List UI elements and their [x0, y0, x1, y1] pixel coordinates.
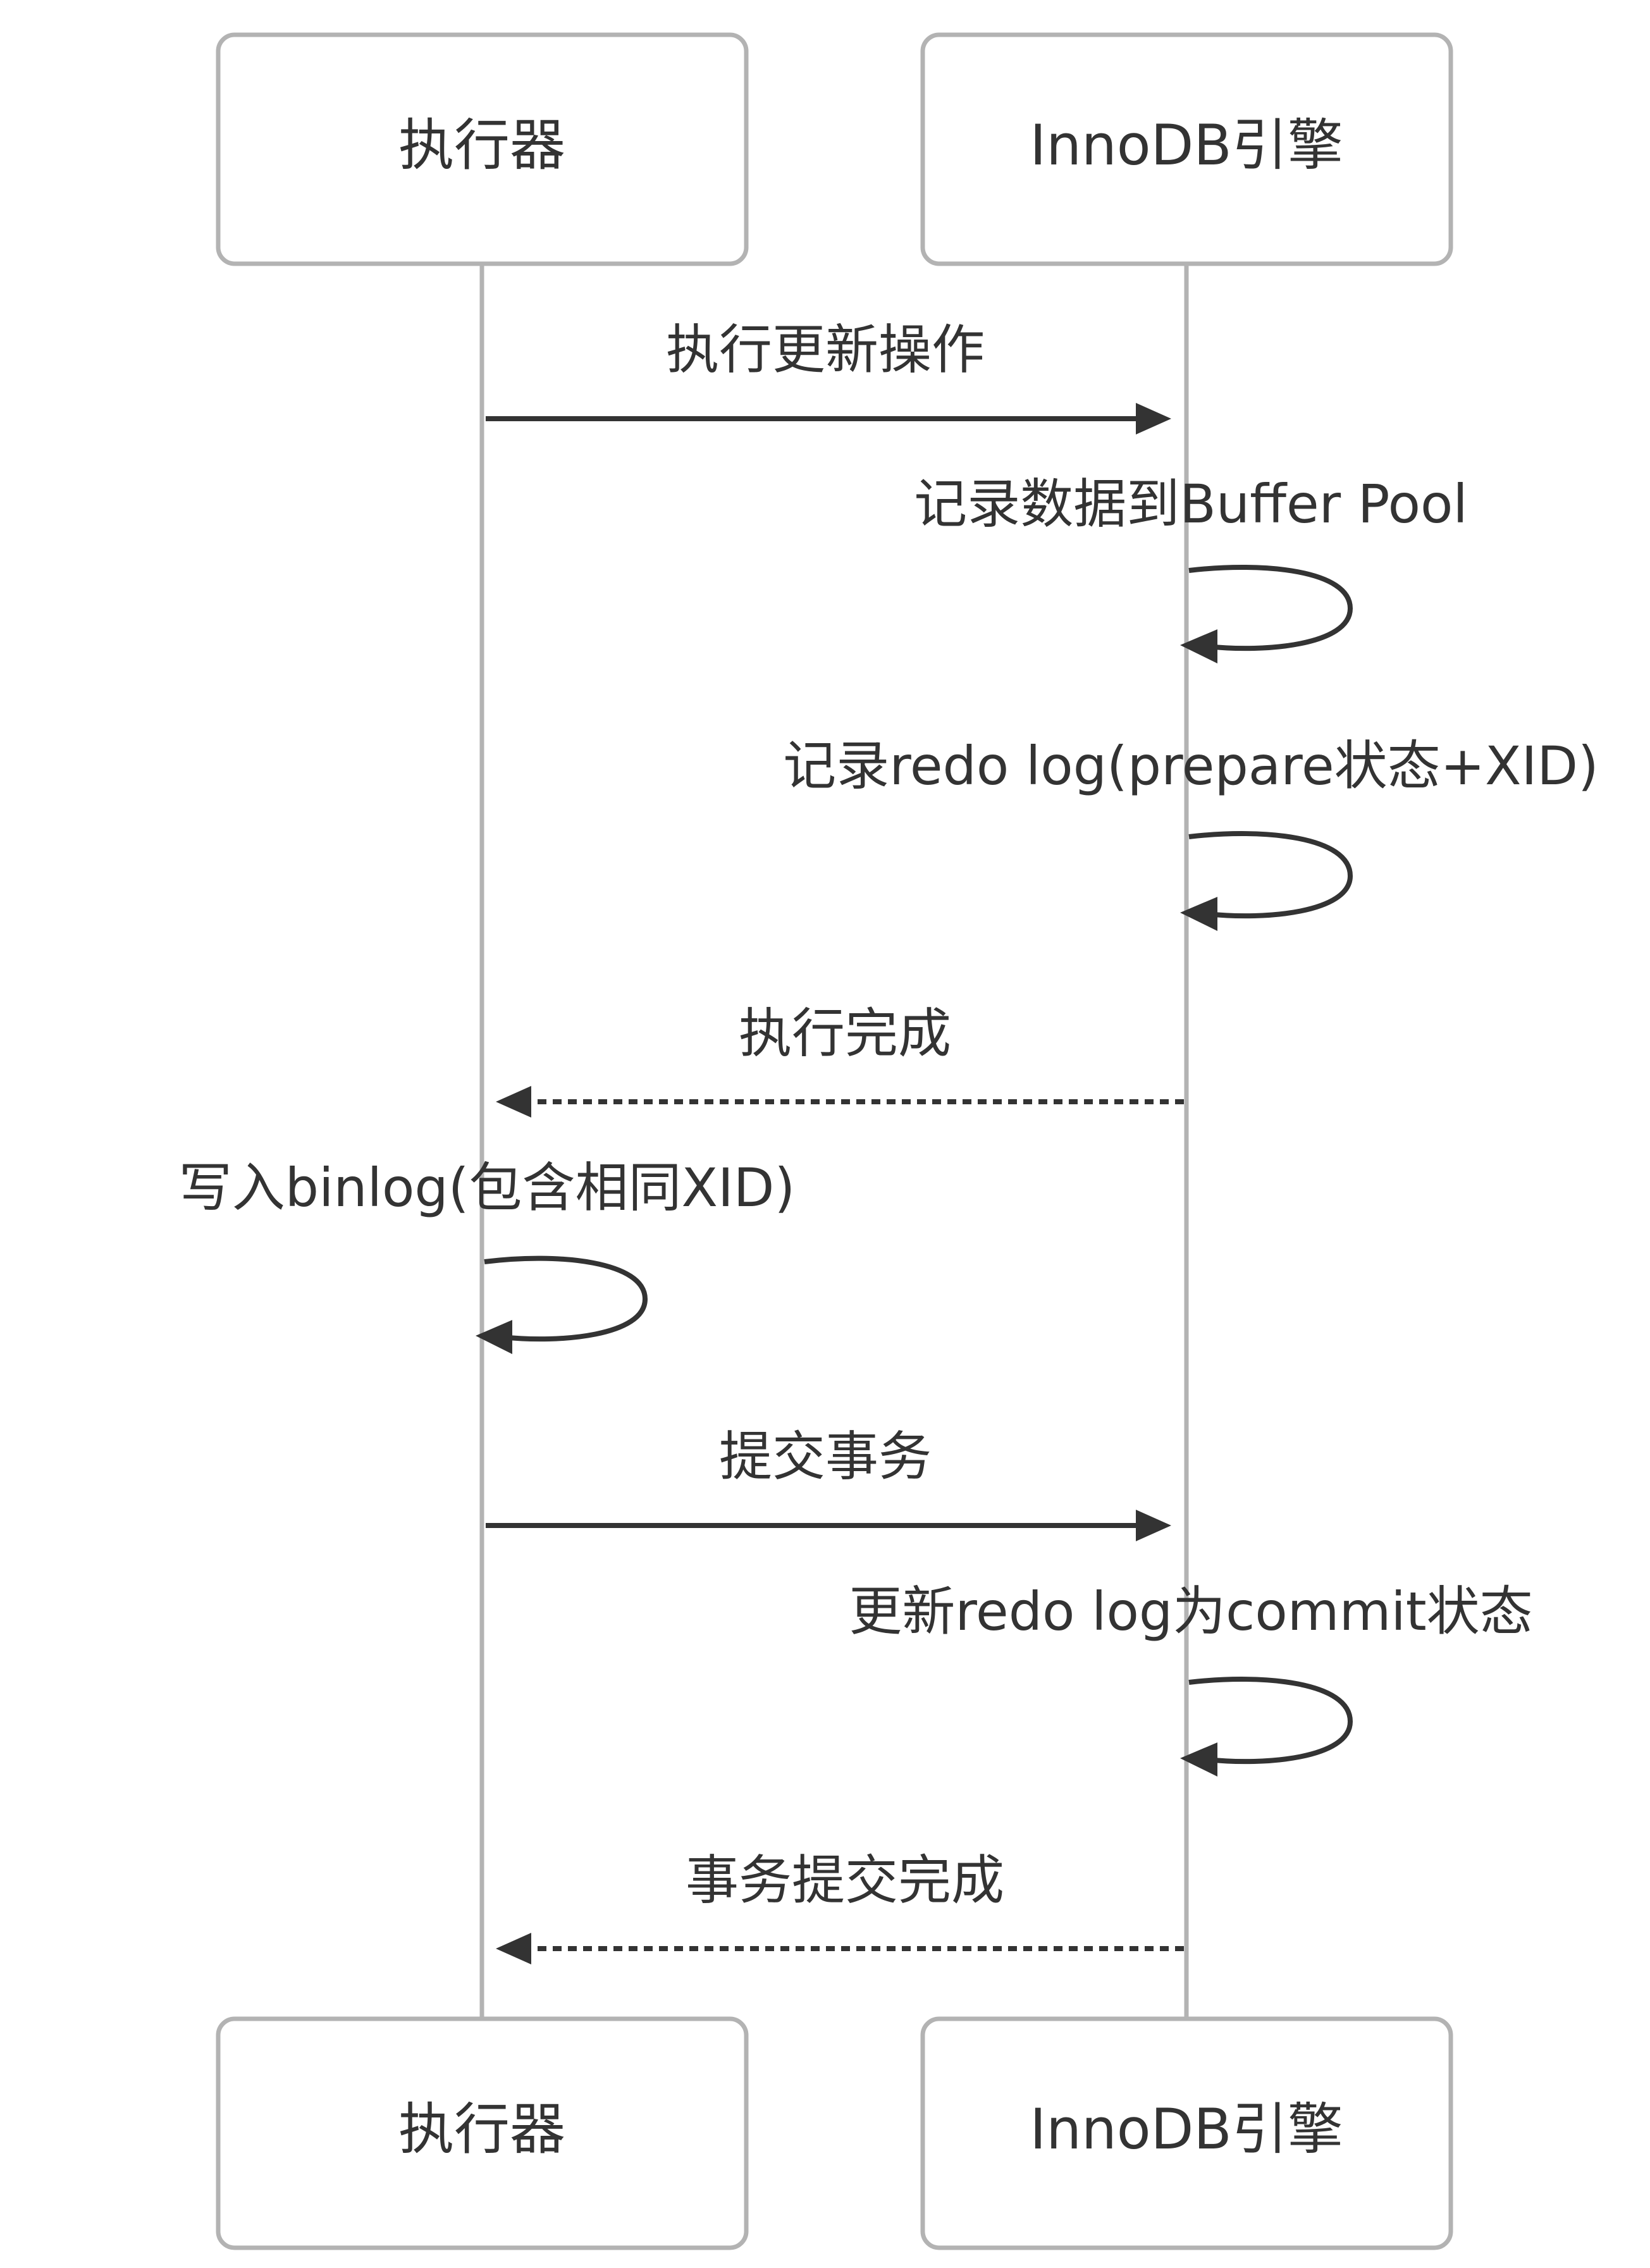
message-label: 记录数据到Buffer Pool: [914, 473, 1467, 535]
participant-innodb-bottom: InnoDB引擎: [920, 2016, 1453, 2250]
arrowhead-icon: [1136, 403, 1171, 434]
participant-label: InnoDB引擎: [1030, 2097, 1343, 2162]
message-m3: 记录redo log(prepare状态+XID): [783, 735, 1599, 931]
message-m1: 执行更新操作: [486, 319, 1171, 434]
arrowhead-icon: [1180, 629, 1217, 663]
arrowhead-icon: [1180, 897, 1217, 931]
arrowhead-icon: [476, 1320, 512, 1354]
message-label: 提交事务: [719, 1426, 932, 1488]
message-label: 写入binlog(包含相同XID): [179, 1157, 796, 1219]
participant-innodb-top: InnoDB引擎: [920, 32, 1453, 266]
message-m7: 更新redo log为commit状态: [849, 1581, 1533, 1777]
participant-executor-bottom: 执行器: [216, 2016, 749, 2250]
message-label: 执行完成: [739, 1002, 951, 1064]
message-label: 执行更新操作: [666, 319, 985, 381]
arrowhead-icon: [496, 1933, 531, 1964]
arrowhead-icon: [496, 1086, 531, 1118]
message-m5: 写入binlog(包含相同XID): [179, 1157, 796, 1354]
message-m4: 执行完成: [496, 1002, 1184, 1118]
message-label: 事务提交完成: [686, 1849, 1004, 1911]
message-label: 更新redo log为commit状态: [849, 1581, 1532, 1642]
participant-label: InnoDB引擎: [1030, 113, 1343, 178]
message-label: 记录redo log(prepare状态+XID): [783, 735, 1599, 797]
arrowhead-icon: [1180, 1742, 1217, 1777]
participant-label: 执行器: [398, 113, 565, 178]
message-m8: 事务提交完成: [496, 1849, 1184, 1964]
participant-label: 执行器: [398, 2097, 565, 2162]
message-m2: 记录数据到Buffer Pool: [914, 473, 1468, 663]
participant-executor-top: 执行器: [216, 32, 749, 266]
arrowhead-icon: [1136, 1510, 1171, 1541]
message-m6: 提交事务: [486, 1426, 1171, 1541]
